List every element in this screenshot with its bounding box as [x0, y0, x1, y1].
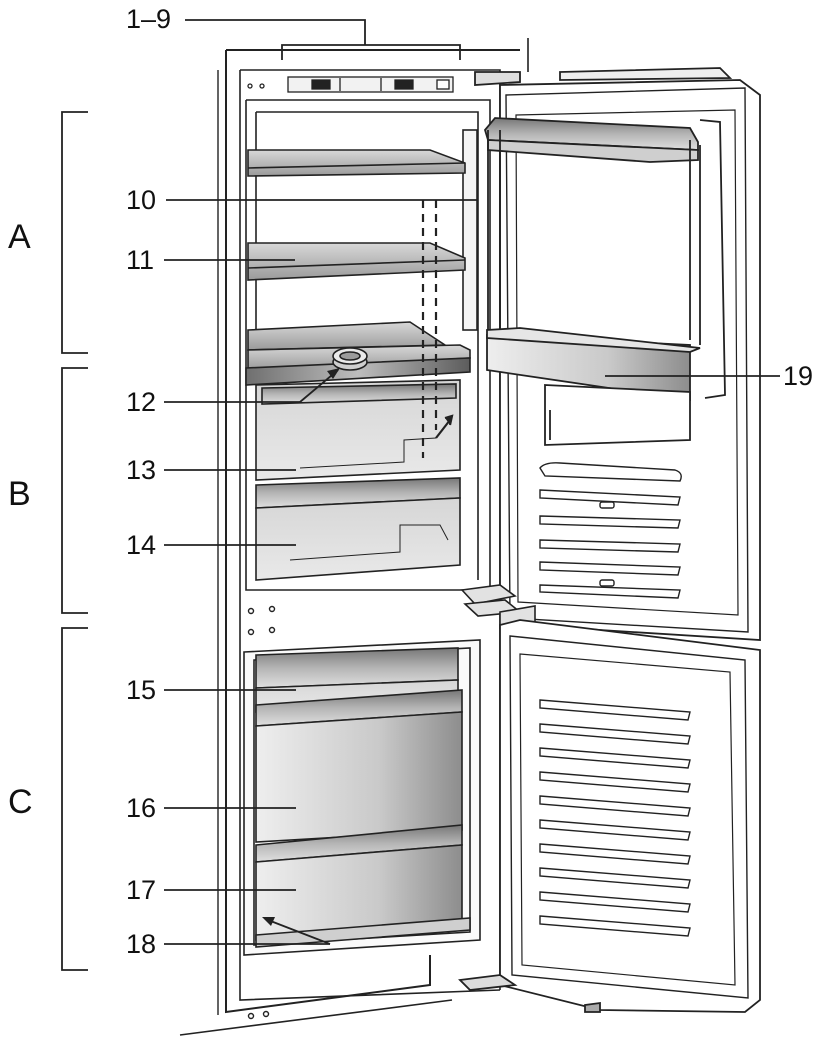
glass-shelves [245, 149, 471, 386]
callout-10: 10 [126, 185, 157, 215]
callout-19: 19 [783, 361, 814, 391]
arrowheads [262, 368, 340, 926]
section-label-a: A [8, 218, 31, 256]
dashed-airflow-line [421, 200, 454, 458]
control-panel [247, 76, 454, 93]
section-label-c: C [8, 783, 33, 821]
section-brackets [61, 111, 88, 971]
callout-17: 17 [126, 875, 157, 905]
leader-1-9 [185, 19, 461, 60]
divider-panel [247, 605, 276, 1020]
callout-13: 13 [126, 455, 157, 485]
callout-18: 18 [126, 929, 157, 959]
cabinet [179, 38, 529, 1036]
freezer-door-ribs [539, 699, 691, 937]
callout-15: 15 [126, 675, 157, 705]
callout-14: 14 [126, 530, 157, 560]
bracket-c [61, 627, 88, 971]
callout-16: 16 [126, 793, 157, 823]
callout-12: 12 [126, 387, 157, 417]
leader-18-arrow [267, 919, 331, 945]
freezer-compartment [243, 639, 481, 956]
callout-11: 11 [126, 245, 155, 275]
crisper-drawers [255, 379, 461, 581]
bracket-b [61, 367, 88, 614]
fridge-door-ribs [539, 462, 682, 599]
bracket-a [61, 111, 88, 354]
humidity-control-knob [332, 347, 368, 371]
freezer-door [458, 619, 761, 1013]
callout-1-9: 1–9 [126, 4, 172, 34]
fridge-door [474, 67, 761, 641]
section-label-b: B [8, 475, 31, 513]
arrow-18-head [262, 917, 275, 926]
arrow-12-head [327, 368, 340, 379]
